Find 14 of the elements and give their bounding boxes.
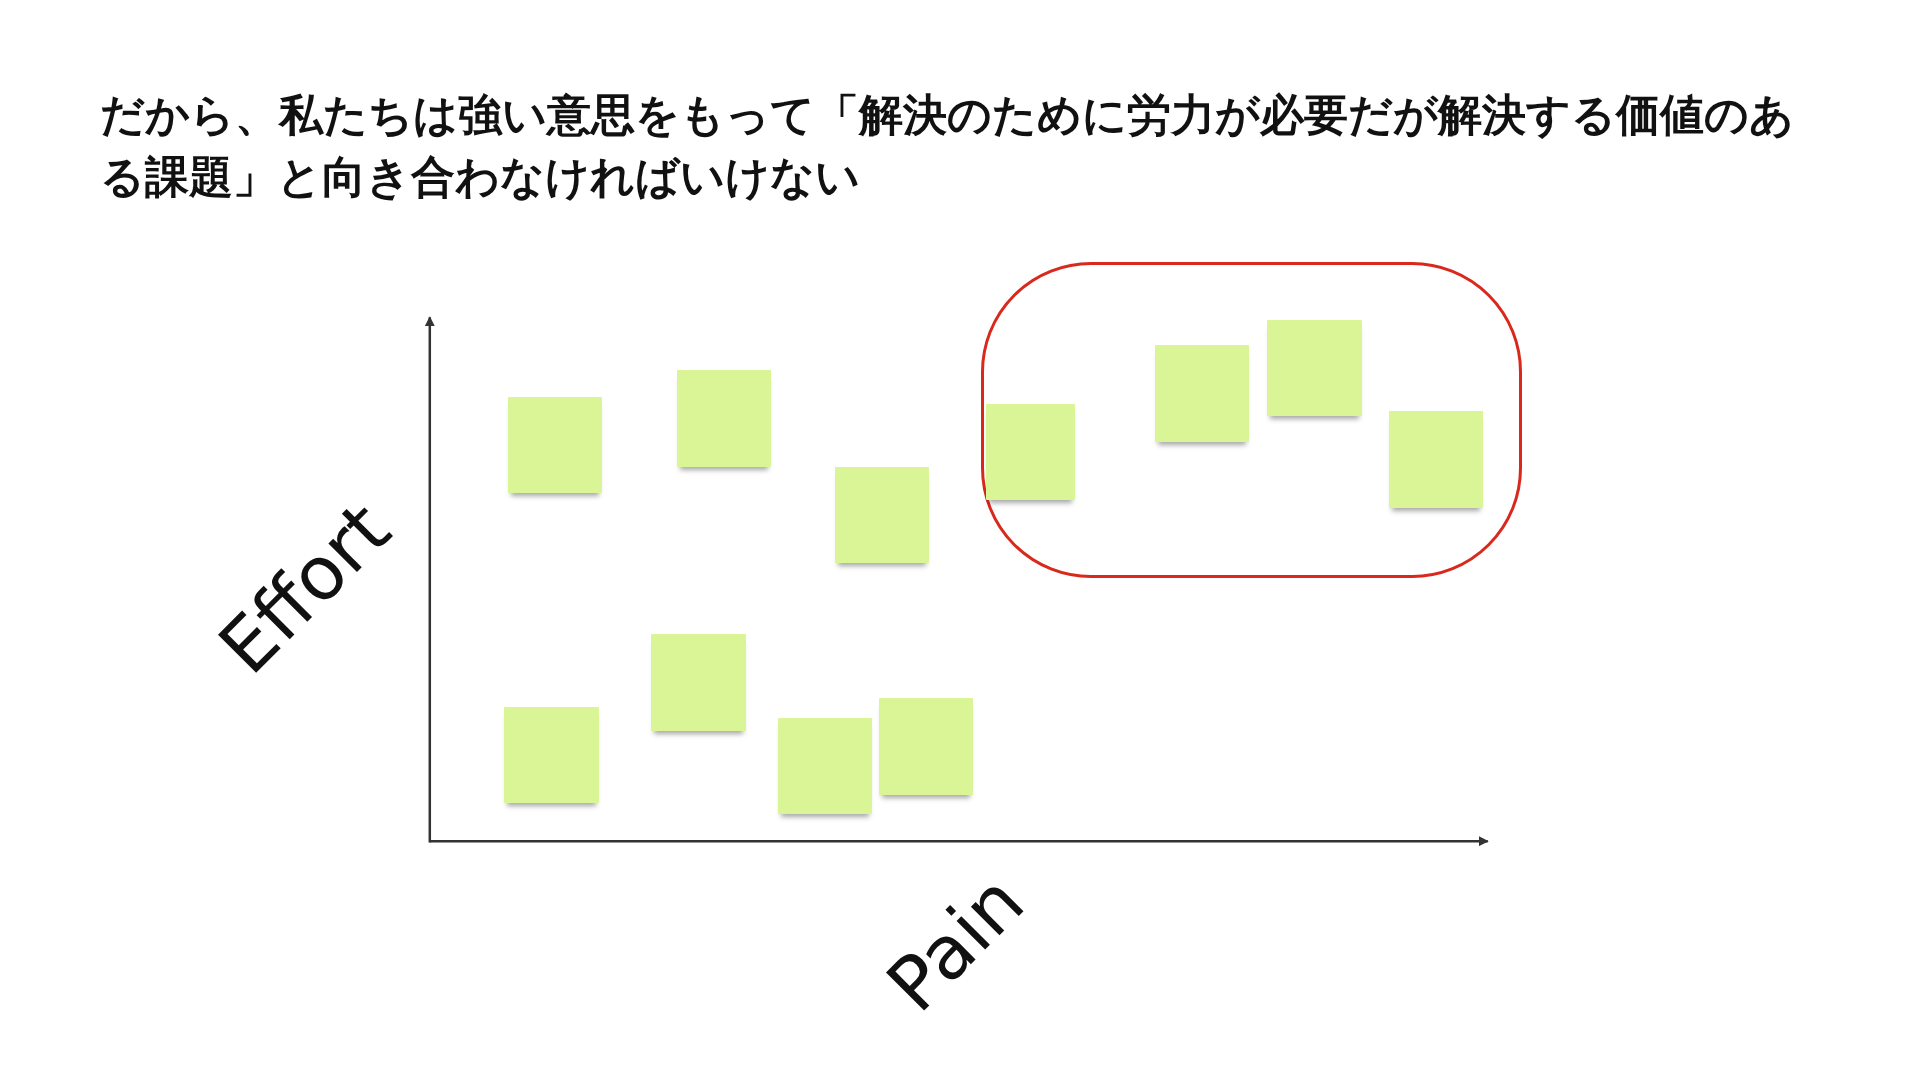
sticky-note [651, 634, 746, 731]
highlight-outline [980, 262, 1523, 578]
sticky-note [1267, 319, 1362, 417]
title: だから、私たちは強い意思をもって「解決のために労力が必要だが解決する価値のある課題」と向き合わなければいけない [100, 88, 1795, 204]
sticky-note [985, 404, 1076, 500]
sticky-note [835, 466, 930, 564]
sticky-note [677, 369, 772, 467]
sticky-note [777, 717, 872, 815]
axis-label: Pain [870, 857, 1041, 1028]
sticky-note [508, 396, 603, 494]
sticky-note [504, 706, 599, 804]
sticky-note [1154, 345, 1249, 442]
sticky-note [879, 697, 974, 795]
sticky-note [1388, 411, 1483, 509]
